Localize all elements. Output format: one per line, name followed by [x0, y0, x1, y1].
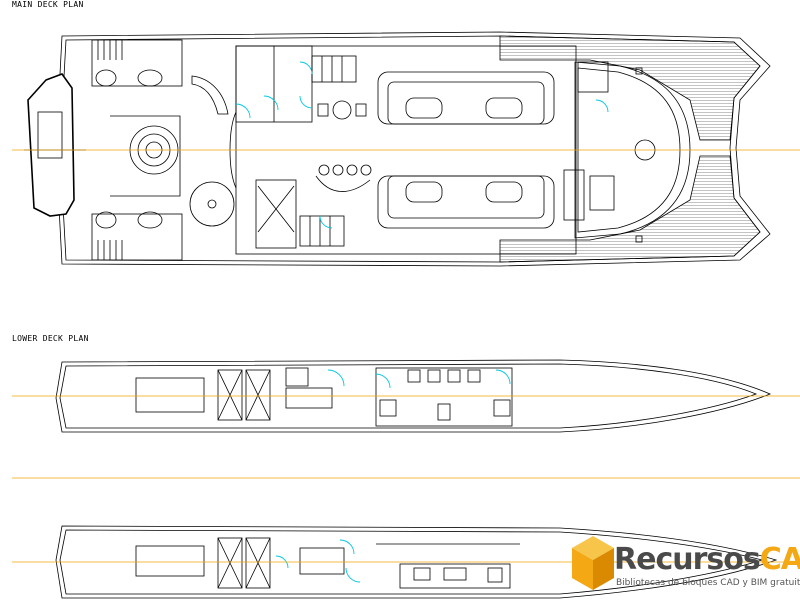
stbd-hull-outline: [55, 525, 778, 599]
port-chair-1: [407, 369, 421, 383]
port-hull-inner: [59, 363, 758, 429]
door-2: [299, 61, 313, 75]
bar-stool-4: [360, 164, 372, 176]
lower-deck-title: LOWER DECK PLAN: [12, 334, 89, 343]
watermark: RecursosCAD Bibliotecas de bloques CAD y…: [566, 520, 800, 600]
dining-table: [332, 100, 352, 120]
saloon-table-3: [405, 181, 443, 203]
lower-door-6: [275, 555, 289, 569]
lower-door-1: [327, 369, 345, 387]
port-head: [285, 367, 309, 387]
fwd-head: [577, 61, 609, 93]
galley-bar: [315, 175, 371, 192]
saloon-sofa-bottom: [377, 175, 555, 229]
door-4: [235, 103, 251, 119]
door-1: [263, 95, 279, 111]
fwd-bunk: [563, 169, 585, 221]
spiral-stair-core: [207, 199, 217, 209]
jetski-bottom-2: [137, 211, 163, 229]
saloon-sofa-top: [377, 71, 555, 125]
bar-stool-2: [332, 164, 344, 176]
stbd-stair: [299, 547, 345, 575]
jetski-bottom-1: [95, 211, 117, 229]
door-6: [319, 215, 333, 229]
main-deck-hull-outline: [55, 31, 771, 267]
port-bed-2: [493, 399, 511, 417]
chair-a: [317, 103, 329, 117]
saloon-table-4: [485, 181, 523, 203]
port-bed-1: [379, 399, 397, 417]
fwd-desk: [589, 175, 615, 211]
port-tank-1-x2: [217, 369, 243, 421]
saloon-sofa-top-inner: [387, 81, 545, 125]
stbd-cooktop: [413, 567, 431, 581]
port-hull-outline: [55, 359, 772, 433]
tender-console: [37, 111, 63, 159]
port-engine-room: [135, 377, 205, 413]
port-cabin-1: [375, 367, 513, 427]
port-stair-fwd: [437, 403, 451, 421]
garage-bottom: [91, 213, 183, 261]
stair-main: [311, 55, 357, 83]
aft-lounger: [191, 75, 229, 115]
lower-door-4: [339, 539, 355, 555]
port-chair-3: [447, 369, 461, 383]
port-chair-4: [467, 369, 481, 383]
garage-top: [91, 39, 183, 87]
stbd-engine-room: [135, 545, 205, 577]
stbd-fridge: [487, 567, 503, 583]
stbd-hull-inner: [59, 529, 764, 595]
saloon-sofa-bottom-inner: [387, 175, 545, 219]
jetski-top-1: [95, 69, 117, 87]
aft-util-x2: [257, 185, 295, 233]
lower-deck-starboard-hull: [55, 525, 778, 599]
watermark-tagline: Bibliotecas de bloques CAD y BIM gratuit…: [616, 578, 800, 588]
main-deck-plan: [24, 31, 771, 267]
stbd-galley: [399, 563, 511, 589]
stbd-tank-2-x2: [245, 537, 271, 589]
watermark-brand-left: Recursos: [614, 542, 761, 577]
stbd-sink: [443, 567, 467, 581]
saloon-table-1: [405, 97, 443, 119]
watermark-cube-icon: [572, 536, 614, 590]
fwd-console-bottom: [635, 235, 643, 243]
aft-utility: [255, 179, 297, 249]
watermark-brand-right: CAD: [759, 542, 800, 577]
port-tank-2-x2: [245, 369, 271, 421]
port-tank-1: [217, 369, 243, 421]
fwd-console-top: [635, 67, 643, 75]
chair-b: [355, 103, 367, 117]
stbd-tank-1: [217, 537, 243, 589]
stbd-tank-2: [245, 537, 271, 589]
main-deck-doors: [235, 61, 609, 229]
lower-door-3: [495, 369, 511, 385]
saloon-table-2: [485, 97, 523, 119]
lower-door-2: [375, 373, 391, 389]
stair-aft: [299, 215, 345, 247]
spiral-stair: [189, 181, 235, 227]
stbd-tank-1-x2: [217, 537, 243, 589]
centerlines: [12, 149, 800, 563]
aft-seating: [110, 115, 181, 197]
port-chair-2: [427, 369, 441, 383]
fore-deck-hatch-top: [499, 35, 761, 141]
bar-stool-1: [318, 164, 330, 176]
fore-deck-hatch-bottom: [499, 155, 761, 263]
bar-stool-3: [346, 164, 358, 176]
main-deck-title: MAIN DECK PLAN: [12, 0, 84, 9]
lower-deck-port-hull: [55, 359, 772, 433]
lower-deck-doors: [275, 369, 511, 583]
port-tank-2: [245, 369, 271, 421]
jetski-top-2: [137, 69, 163, 87]
tender-boat: [27, 73, 75, 217]
watermark-brand: RecursosCAD: [614, 542, 800, 577]
lower-door-5: [345, 567, 361, 583]
port-stair: [285, 387, 333, 409]
door-3: [299, 95, 313, 109]
door-5: [595, 99, 609, 113]
